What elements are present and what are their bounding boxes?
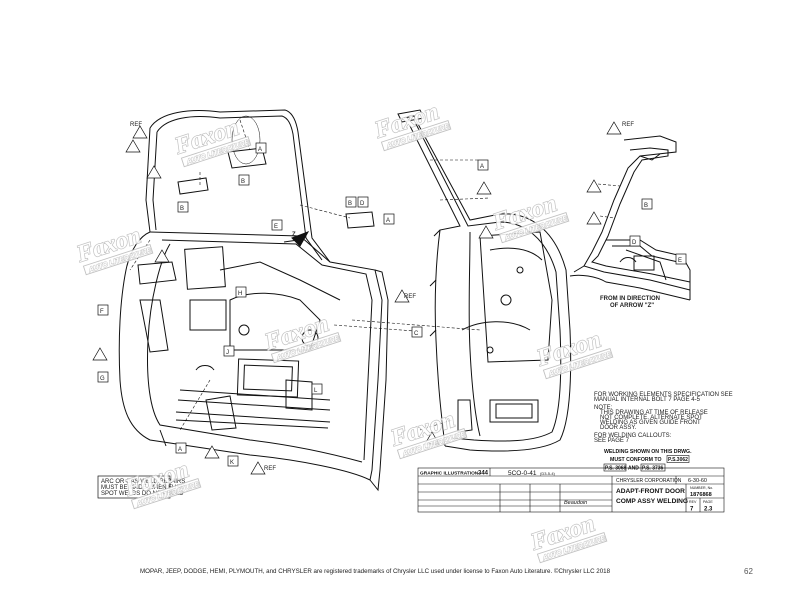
callout-b: B xyxy=(644,203,648,209)
weld-repair-note-box xyxy=(97,475,171,499)
corporation-name: CHRYSLER CORPORATION xyxy=(616,478,682,484)
faxon-watermark: Faxon AUTO LITERATURE xyxy=(120,456,202,510)
trademark-footer: MOPAR, JEEP, DODGE, HEMI, PLYMOUTH, and … xyxy=(140,568,611,575)
ref-label: REF xyxy=(622,122,634,128)
weld-callout-triangle xyxy=(132,125,148,139)
drawing-date: 6-30-60 xyxy=(688,478,707,484)
callout-a: A xyxy=(258,147,262,153)
callout-b: B xyxy=(180,206,184,212)
drawing-number: 1876868 xyxy=(690,492,712,498)
faxon-watermark: Faxon AUTO LITERATURE xyxy=(386,406,468,460)
note-line: WELDING AS GIVEN GUIDE FRONT xyxy=(600,420,701,426)
page-number: 62 xyxy=(744,567,753,576)
note-line: FOR WELDING CALLOUTS: xyxy=(594,433,672,439)
detail-view-arrow-z xyxy=(569,135,691,301)
graphic-illustration-number: 344 xyxy=(478,471,489,477)
callout-g: G xyxy=(100,376,105,382)
callout-a: A xyxy=(178,447,182,453)
callout-letters: B B A B D A E H F G J L A K C A B D E RE… xyxy=(100,122,682,472)
faxon-watermark: Faxon AUTO LITERATURE xyxy=(532,326,614,380)
note-line: FOR WORKING ELEMENTS SPECIFICATION SEE xyxy=(594,392,733,398)
note-line: MANUAL INTERNAL BOLT 7 PAGE 4-5 xyxy=(594,397,701,403)
view-caption-line2: OF ARROW "Z" xyxy=(610,303,654,309)
spec-ps3068: P.S. 3068 xyxy=(605,466,627,472)
note-line: DOOR ASSY. xyxy=(600,425,637,431)
part-title-line2: COMP ASSY WELDING xyxy=(616,498,688,505)
must-conform-label: MUST CONFORM TO xyxy=(610,457,662,463)
note-line: THIS DRAWING AT TIME OF RELEASE xyxy=(600,410,708,416)
note-line: NOT COMPLETE. ALTERNATE SPOT xyxy=(600,415,703,421)
drawing-code: 5CO-0-41 xyxy=(508,470,537,477)
faxon-watermark: Faxon AUTO LITERATURE xyxy=(370,98,452,152)
spec-ps3736: P.S. 3736 xyxy=(642,466,664,472)
callout-e: E xyxy=(274,224,278,230)
faxon-watermark: Faxon AUTO LITERATURE xyxy=(260,310,342,364)
rev-label: REV xyxy=(689,500,697,504)
callout-a: A xyxy=(480,164,484,170)
box-line: SPOT WELDS DO NOT HOLD xyxy=(101,491,184,497)
callout-b: B xyxy=(241,179,245,185)
callout-b: B xyxy=(348,201,352,207)
callout-d: D xyxy=(632,240,637,246)
callout-a: A xyxy=(386,218,390,224)
box-line: MUST BE MADE WHEN FUSE xyxy=(101,485,184,491)
callout-k: K xyxy=(230,460,234,466)
view-caption-line1: FROM IN DIRECTION xyxy=(600,296,660,302)
spec-ps3062: P.S.3062 xyxy=(668,457,688,463)
ref-label: REF xyxy=(404,294,416,300)
ref-label: REF xyxy=(264,466,276,472)
signature: Beaudoin xyxy=(564,500,587,506)
page-value: 2.3 xyxy=(704,507,713,513)
left-door-assembly xyxy=(118,109,481,492)
box-line: ARC OR GAS WELD REPAIRS xyxy=(101,479,185,485)
drawing-notes: FOR WORKING ELEMENTS SPECIFICATION SEE M… xyxy=(594,392,733,444)
callout-j: J xyxy=(226,350,229,356)
faxon-watermark: Faxon AUTO LITERATURE xyxy=(170,114,252,168)
number-label: NUMBER, No. xyxy=(690,486,713,490)
faxon-watermark: Faxon AUTO LITERATURE xyxy=(488,190,570,244)
callout-l: L xyxy=(314,388,318,394)
page-label: PAGE xyxy=(703,500,713,504)
callout-e: E xyxy=(678,258,682,264)
faxon-watermark: Faxon AUTO LITERATURE xyxy=(72,222,154,276)
callout-c: C xyxy=(414,331,419,337)
part-title-line1: ADAPT-FRONT DOOR xyxy=(616,488,685,495)
weld-heading: WELDING SHOWN ON THIS DRWG. xyxy=(604,449,692,455)
callout-d: D xyxy=(360,201,365,207)
faxon-watermark: Faxon AUTO LITERATURE xyxy=(526,510,608,564)
note-line: SEE PAGE 7 xyxy=(594,438,630,444)
callouts xyxy=(92,121,687,475)
graphic-illustration-label: GRAPHIC ILLUSTRATION-- xyxy=(420,471,482,477)
callout-h: H xyxy=(238,291,242,297)
title-block xyxy=(417,467,725,513)
and-label: AND xyxy=(628,466,639,472)
rev-value: 7 xyxy=(690,507,694,513)
arrow-z-label: Z xyxy=(292,232,296,238)
drawing-code-sub: (D3-5-4) xyxy=(540,471,556,476)
note-line: NOTE: xyxy=(594,405,613,411)
callout-f: F xyxy=(100,309,104,315)
ref-label: REF xyxy=(130,122,142,128)
